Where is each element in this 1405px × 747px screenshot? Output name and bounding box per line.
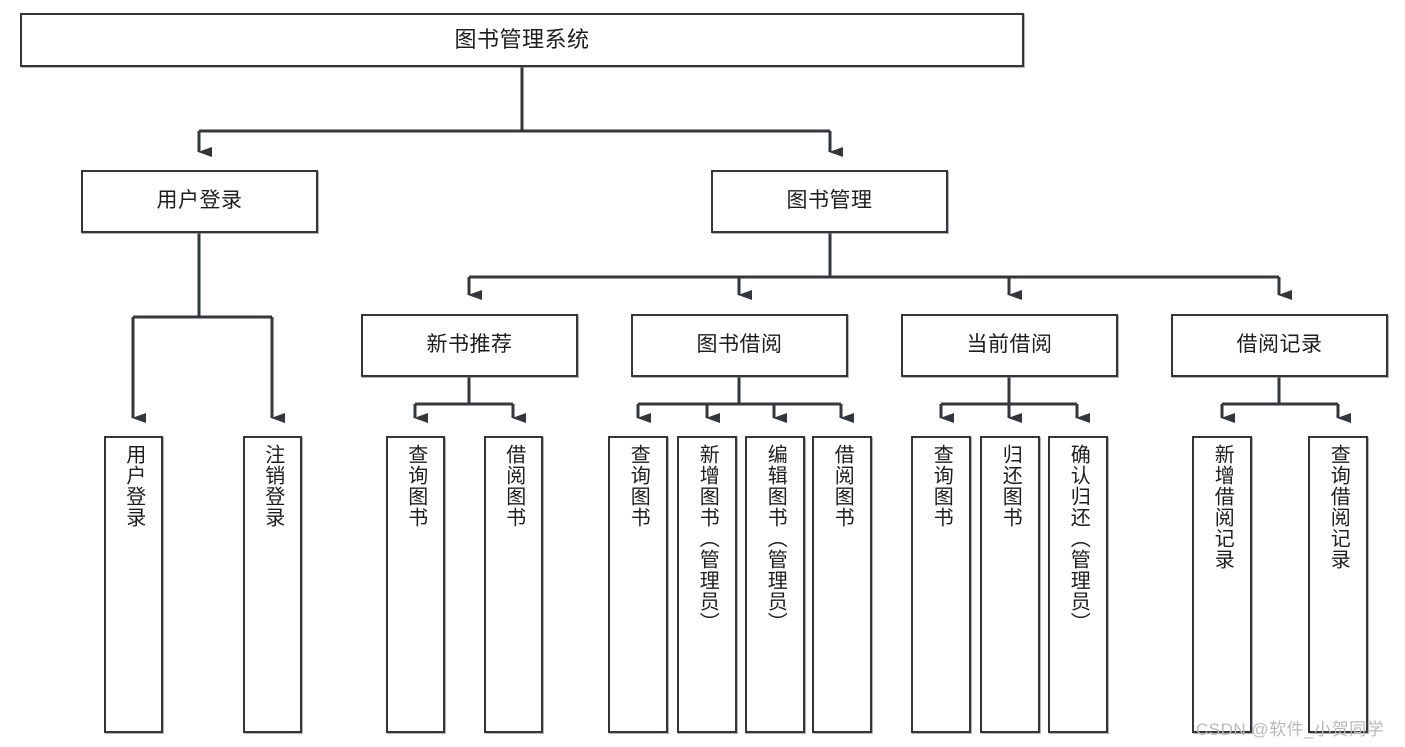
node-label: 用户登录	[156, 189, 243, 213]
node-label: 新增图书（管理员）	[696, 444, 719, 633]
leaf-user-login-login[interactable]: 用户登录	[104, 436, 163, 733]
leaf-new-book-borrow-books[interactable]: 借阅图书	[484, 436, 543, 733]
node-label: 新书推荐	[426, 333, 513, 357]
node-label: 借阅图书	[502, 444, 525, 528]
node-book-management[interactable]: 图书管理	[711, 170, 948, 233]
node-borrow-record[interactable]: 借阅记录	[1171, 314, 1388, 377]
leaf-book-borrow-add-book-admin[interactable]: 新增图书（管理员）	[677, 436, 737, 733]
leaf-borrow-record-query-record[interactable]: 查询借阅记录	[1308, 436, 1368, 733]
node-user-login[interactable]: 用户登录	[81, 170, 318, 233]
node-label: 查询借阅记录	[1327, 444, 1350, 570]
node-label: 图书借阅	[696, 333, 783, 357]
leaf-current-borrow-return-books[interactable]: 归还图书	[980, 436, 1040, 733]
node-label: 图书管理	[786, 189, 873, 213]
node-label: 注销登录	[261, 444, 284, 528]
node-label: 当前借阅	[966, 333, 1053, 357]
node-root-book-management-system[interactable]: 图书管理系统	[20, 13, 1024, 67]
leaf-current-borrow-confirm-return-admin[interactable]: 确认归还（管理员）	[1048, 436, 1108, 733]
node-label: 编辑图书（管理员）	[764, 444, 787, 633]
leaf-new-book-query-books[interactable]: 查询图书	[386, 436, 445, 733]
leaf-book-borrow-edit-book-admin[interactable]: 编辑图书（管理员）	[745, 436, 805, 733]
node-label: 用户登录	[122, 444, 145, 528]
node-book-borrow[interactable]: 图书借阅	[631, 314, 848, 377]
node-current-borrow[interactable]: 当前借阅	[901, 314, 1118, 377]
leaf-user-login-logout[interactable]: 注销登录	[243, 436, 302, 733]
node-label: 确认归还（管理员）	[1067, 444, 1090, 633]
node-label: 归还图书	[999, 444, 1022, 528]
leaf-book-borrow-query-books[interactable]: 查询图书	[608, 436, 668, 733]
node-label: 查询图书	[627, 444, 650, 528]
node-label: 借阅记录	[1236, 333, 1323, 357]
node-label: 查询图书	[404, 444, 427, 528]
node-label: 图书管理系统	[454, 27, 590, 53]
node-label: 新增借阅记录	[1211, 444, 1234, 570]
leaf-borrow-record-add-record[interactable]: 新增借阅记录	[1192, 436, 1252, 733]
leaf-current-borrow-query-books[interactable]: 查询图书	[911, 436, 971, 733]
node-label: 借阅图书	[831, 444, 854, 528]
leaf-book-borrow-borrow-books[interactable]: 借阅图书	[812, 436, 872, 733]
node-new-book-recommend[interactable]: 新书推荐	[361, 314, 578, 377]
watermark: CSDN @软件_小贺同学	[1196, 720, 1385, 739]
node-label: 查询图书	[930, 444, 953, 528]
